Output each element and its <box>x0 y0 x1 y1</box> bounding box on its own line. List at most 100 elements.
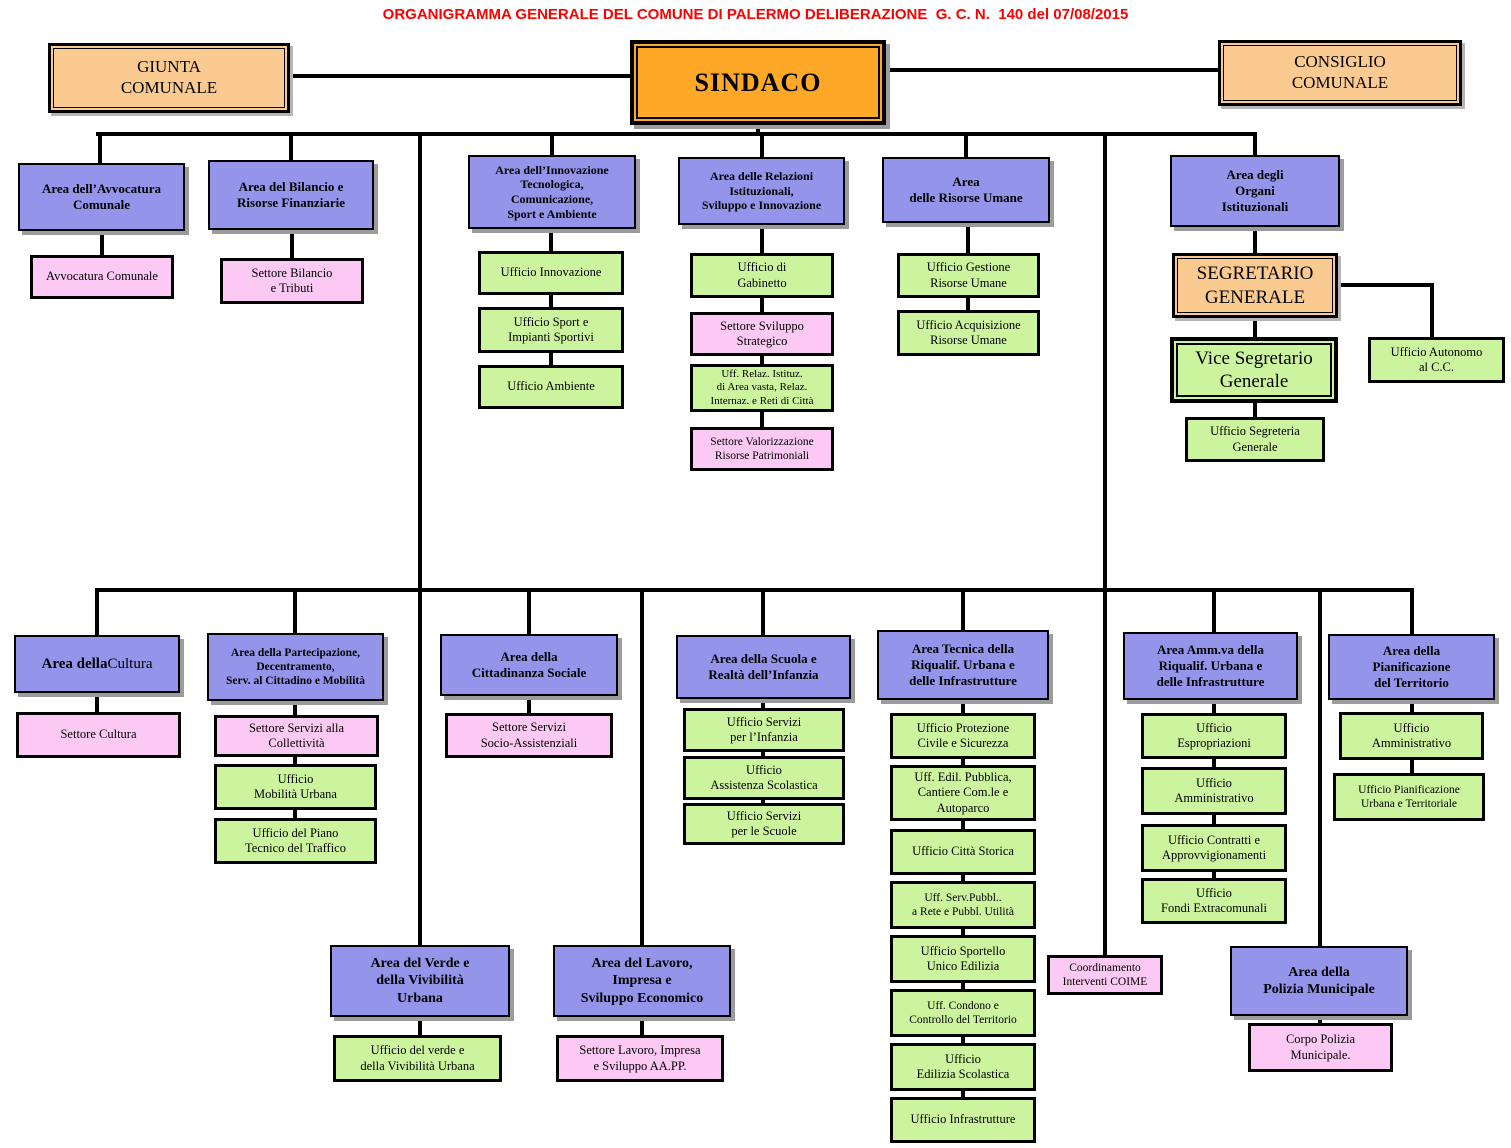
connector <box>961 759 965 765</box>
box-ufficio-gabinetto: Ufficio di Gabinetto <box>690 253 834 298</box>
connector <box>1212 759 1216 767</box>
connector <box>418 136 422 945</box>
connector <box>961 590 965 630</box>
box-area-innovazione: Area dell’Innovazione Tecnologica, Comun… <box>468 155 636 229</box>
box-area-scuola: Area della Scuola e Realtà dell’Infanzia <box>676 635 851 699</box>
box-vice-segretario: Vice Segretario Generale <box>1170 337 1338 403</box>
connector <box>1212 700 1216 713</box>
box-uff-edil-pubblica: Uff. Edil. Pubblica, Cantiere Com.le e A… <box>890 765 1036 821</box>
connector <box>760 356 764 364</box>
connector <box>527 590 531 634</box>
connector <box>961 983 965 989</box>
connector <box>95 588 1414 592</box>
connector <box>293 590 297 633</box>
connector <box>96 132 1257 136</box>
connector <box>95 590 99 635</box>
box-area-pianificazione: Area della Pianificazione del Territorio <box>1328 634 1495 700</box>
connector <box>1253 318 1257 337</box>
connector <box>1318 590 1322 946</box>
box-area-ammva: Area Amm.va della Riqualif. Urbana e del… <box>1123 632 1298 700</box>
box-ufficio-amministrativo-2: Ufficio Amministrativo <box>1339 712 1484 760</box>
connector <box>761 800 765 803</box>
box-avvocatura-comunale: Avvocatura Comunale <box>30 255 174 299</box>
connector <box>961 1037 965 1043</box>
box-uff-serv-pubbl: Uff. Serv.Pubbl.. a Rete e Pubbl. Utilit… <box>890 881 1036 929</box>
connector <box>640 590 644 945</box>
box-ufficio-segreteria: Ufficio Segreteria Generale <box>1185 417 1325 462</box>
box-settore-socio-assistenziali: Settore Servizi Socio-Assistenziali <box>445 713 613 758</box>
box-area-cultura: Area della Cultura <box>14 635 180 693</box>
page-title: ORGANIGRAMMA GENERALE DEL COMUNE DI PALE… <box>382 6 1129 23</box>
connector <box>760 298 764 312</box>
box-settore-bilancio: Settore Bilancio e Tributi <box>220 258 364 304</box>
connector <box>293 701 297 715</box>
box-segretario-generale: SEGRETARIO GENERALE <box>1172 253 1338 318</box>
connector <box>1253 227 1257 253</box>
box-area-organi-istituzionali: Area degli Organi Istituzionali <box>1170 155 1340 227</box>
box-ufficio-infrastrutture: Ufficio Infrastrutture <box>890 1097 1036 1143</box>
box-ufficio-servizi-scuole: Ufficio Servizi per le Scuole <box>683 803 845 845</box>
box-area-avvocatura: Area dell’Avvocatura Comunale <box>18 163 185 231</box>
connector <box>1410 700 1414 712</box>
box-ufficio-protezione-civile: Ufficio Protezione Civile e Sicurezza <box>890 713 1036 759</box>
connector <box>886 68 1218 72</box>
box-area-relazioni: Area delle Relazioni Istituzionali, Svil… <box>678 157 845 225</box>
connector <box>966 298 970 310</box>
connector <box>98 136 102 163</box>
connector <box>293 810 297 818</box>
connector <box>100 231 104 255</box>
box-ufficio-autonomo-cc: Ufficio Autonomo al C.C. <box>1368 337 1505 383</box>
connector <box>550 136 554 155</box>
box-area-risorse-umane: Area delle Risorse Umane <box>882 157 1050 223</box>
area-cultura-label-rest: Cultura <box>107 655 153 672</box>
connector <box>964 136 968 157</box>
connector <box>1410 590 1414 634</box>
connector <box>293 757 297 764</box>
connector <box>1103 136 1107 955</box>
box-area-cittadinanza: Area della Cittadinanza Sociale <box>440 634 618 696</box>
connector <box>961 1091 965 1097</box>
box-ufficio-infanzia: Ufficio Servizi per l’Infanzia <box>683 708 845 752</box>
connector <box>1253 403 1257 417</box>
connector <box>961 821 965 829</box>
connector <box>1338 283 1434 287</box>
box-ufficio-sport: Ufficio Sport e Impianti Sportivi <box>478 307 624 353</box>
box-corpo-polizia: Corpo Polizia Municipale. <box>1248 1023 1393 1072</box>
box-area-partecipazione: Area della Partecipazione, Decentramento… <box>207 633 384 701</box>
connector <box>1212 590 1216 632</box>
connector <box>761 752 765 756</box>
connector <box>760 136 764 157</box>
connector <box>1253 136 1257 155</box>
connector <box>1430 283 1434 337</box>
box-ufficio-citta-storica: Ufficio Città Storica <box>890 829 1036 875</box>
box-ufficio-assistenza-scolastica: Ufficio Assistenza Scolastica <box>683 756 845 800</box>
connector <box>961 875 965 881</box>
connector <box>1318 1016 1322 1023</box>
connector <box>761 590 765 635</box>
box-settore-cultura: Settore Cultura <box>16 712 181 758</box>
connector <box>756 123 760 136</box>
box-consiglio-comunale: CONSIGLIO COMUNALE <box>1218 40 1462 106</box>
area-cultura-label-bold: Area della <box>41 655 108 672</box>
connector <box>549 229 553 251</box>
box-ufficio-gestione-ru: Ufficio Gestione Risorse Umane <box>897 253 1040 298</box>
connector <box>961 929 965 935</box>
box-ufficio-fondi-extracomunali: Ufficio Fondi Extracomunali <box>1141 878 1287 924</box>
box-area-verde: Area del Verde e della Vivibilità Urbana <box>330 945 510 1017</box>
box-settore-collettivita: Settore Servizi alla Collettività <box>214 715 379 757</box>
connector <box>527 696 531 713</box>
box-ufficio-contratti: Ufficio Contratti e Approvvigionamenti <box>1141 824 1287 872</box>
box-ufficio-mobilita: Ufficio Mobilità Urbana <box>214 764 377 810</box>
box-settore-lavoro: Settore Lavoro, Impresa e Sviluppo AA.PP… <box>556 1035 724 1082</box>
box-ufficio-innovazione: Ufficio Innovazione <box>478 251 624 295</box>
connector <box>966 223 970 253</box>
connector <box>1212 815 1216 824</box>
box-coordinamento-coime: Coordinamento Interventi COIME <box>1047 955 1163 995</box>
box-ufficio-piano-traffico: Ufficio del Piano Tecnico del Traffico <box>214 818 377 864</box>
connector <box>760 225 764 253</box>
box-ufficio-ambiente: Ufficio Ambiente <box>478 365 624 409</box>
connector <box>549 295 553 307</box>
connector <box>760 412 764 427</box>
connector <box>761 699 765 708</box>
